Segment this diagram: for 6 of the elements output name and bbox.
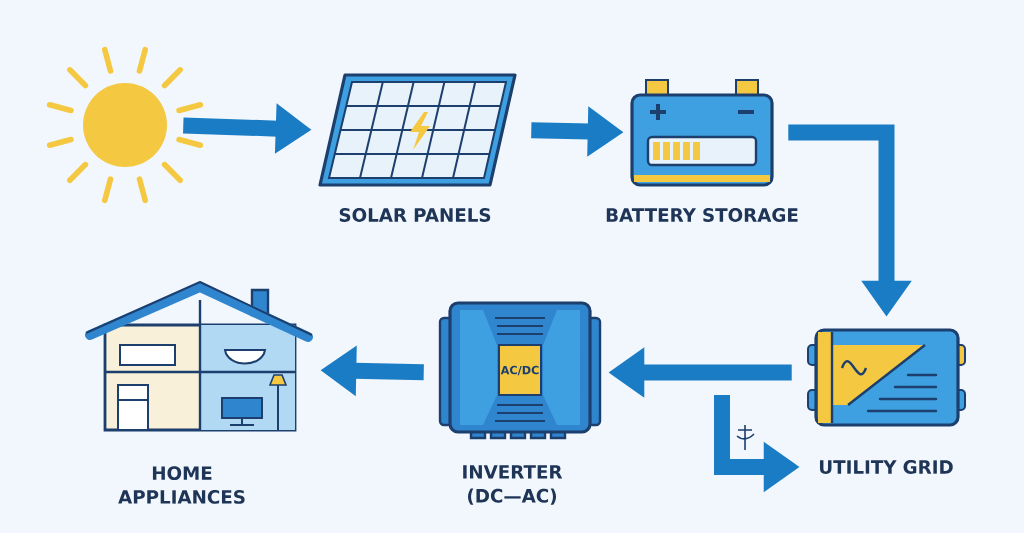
node-label: BATTERY STORAGE [606, 208, 798, 222]
node-label: HOME APPLIANCES [118, 466, 245, 504]
node-label: INVERTER (DC—AC) [463, 465, 563, 505]
node-label: SOLAR PANELS [339, 208, 491, 222]
node-label: UTILITY GRID [820, 460, 953, 474]
sun-drawing [46, 46, 204, 204]
